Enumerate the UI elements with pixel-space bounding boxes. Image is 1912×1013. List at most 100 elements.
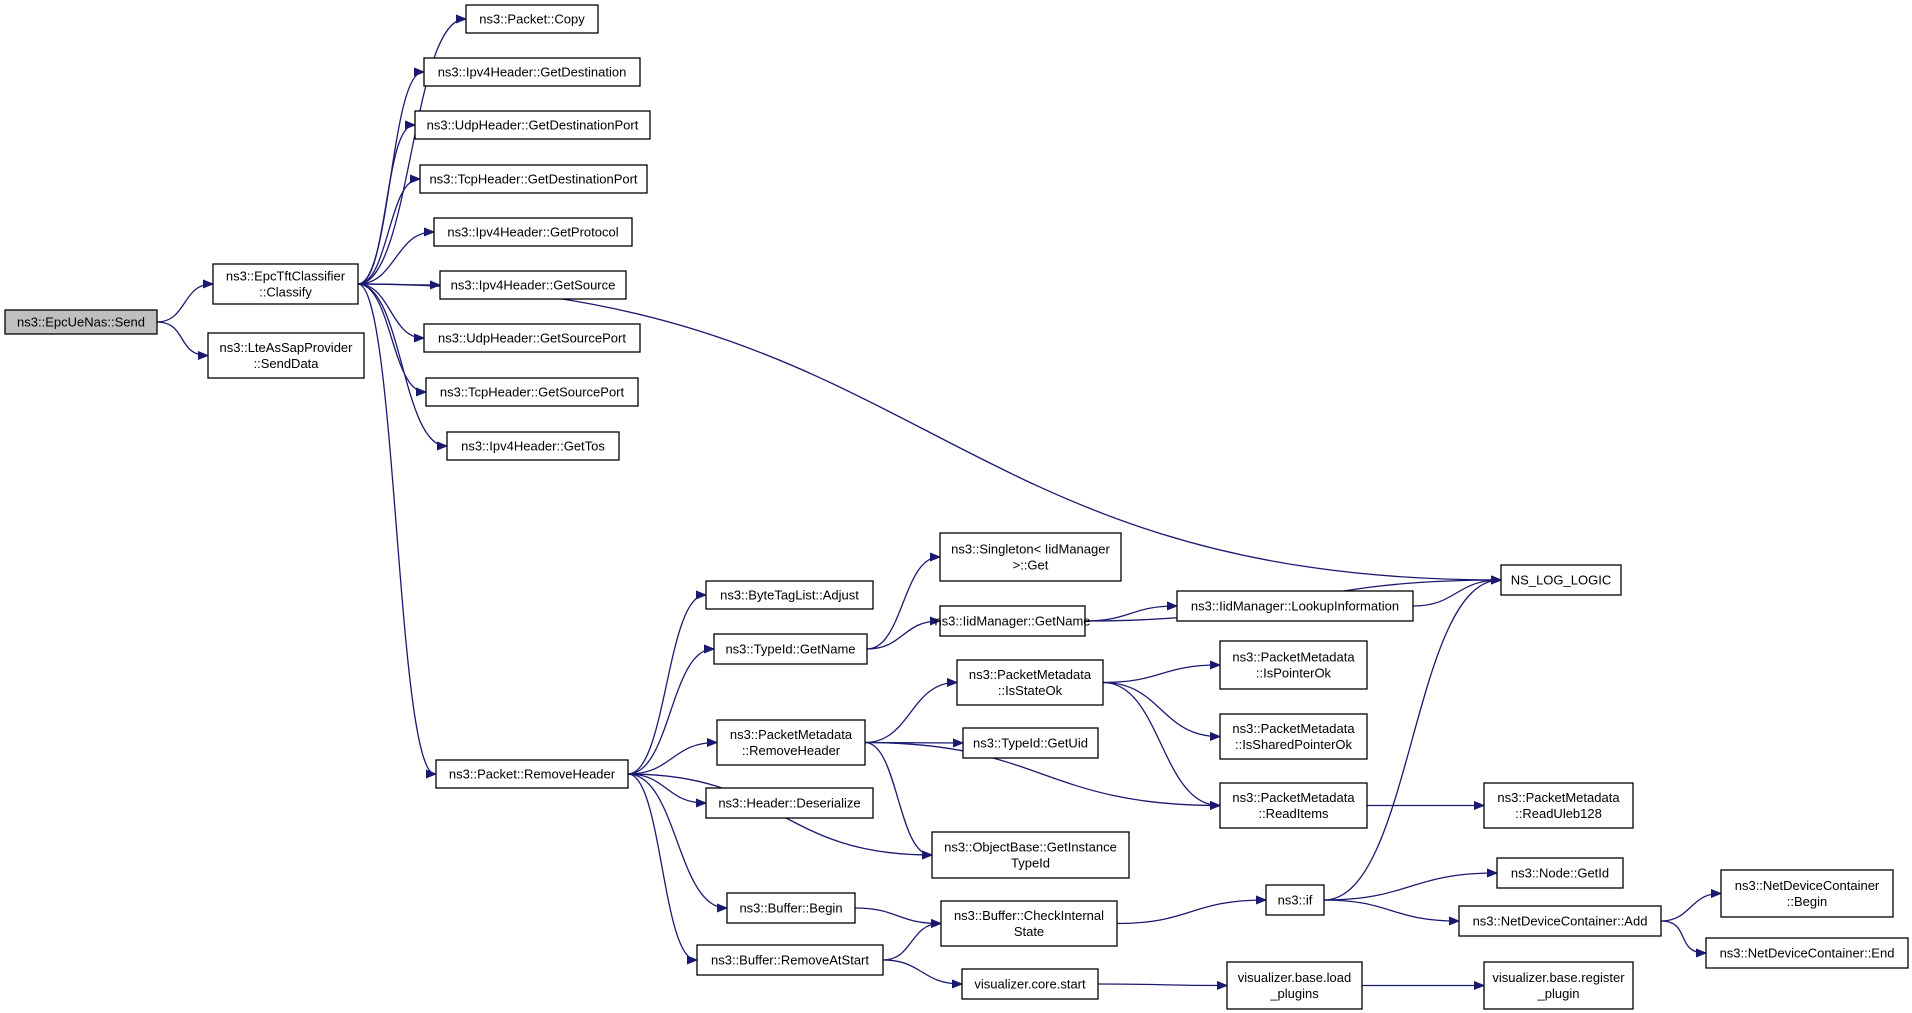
edge-removeheader-to-typeidgetname bbox=[627, 649, 713, 775]
node-label: visualizer.core.start bbox=[974, 977, 1086, 992]
edge-classify-to-tcpdestport bbox=[357, 179, 419, 285]
node-pcopy[interactable]: ns3::Packet::Copy bbox=[465, 4, 599, 34]
node-label: ns3::PacketMetadata bbox=[969, 667, 1092, 682]
node-box bbox=[212, 263, 359, 305]
node-vizreg[interactable]: visualizer.base.register_plugin bbox=[1483, 961, 1634, 1010]
node-label: ns3::Buffer::CheckInternal bbox=[954, 908, 1104, 923]
node-box bbox=[716, 719, 866, 766]
node-ns3if[interactable]: ns3::if bbox=[1265, 884, 1325, 916]
edge-removeheader-to-headerdeser bbox=[627, 773, 705, 803]
node-iidgetname[interactable]: ns3::IidManager::GetName bbox=[934, 605, 1091, 637]
node-label: ::SendData bbox=[253, 356, 319, 371]
node-pmissharedok[interactable]: ns3::PacketMetadata::IsSharedPointerOk bbox=[1219, 713, 1368, 760]
node-udpsrcport[interactable]: ns3::UdpHeader::GetSourcePort bbox=[423, 323, 641, 353]
node-label: ns3::Ipv4Header::GetDestination bbox=[438, 65, 627, 80]
node-bytetagadjust[interactable]: ns3::ByteTagList::Adjust bbox=[705, 580, 874, 610]
node-nslog[interactable]: NS_LOG_LOGIC bbox=[1500, 564, 1622, 596]
node-label: ns3::Packet::RemoveHeader bbox=[449, 767, 616, 782]
node-ipv4proto[interactable]: ns3::Ipv4Header::GetProtocol bbox=[433, 217, 633, 247]
node-label: ::RemoveHeader bbox=[742, 743, 841, 758]
edge-typeidgetname-to-iidgetname bbox=[866, 621, 939, 650]
node-nodegetid[interactable]: ns3::Node::GetId bbox=[1496, 857, 1624, 889]
node-label: ::IsSharedPointerOk bbox=[1235, 737, 1353, 752]
node-label: ns3::UdpHeader::GetSourcePort bbox=[438, 331, 626, 346]
node-pmisstateok[interactable]: ns3::PacketMetadata::IsStateOk bbox=[956, 659, 1104, 706]
node-box bbox=[1500, 564, 1622, 596]
node-box bbox=[1705, 937, 1909, 969]
node-label: _plugins bbox=[1269, 986, 1319, 1001]
node-box bbox=[962, 727, 1099, 759]
node-tcpdestport[interactable]: ns3::TcpHeader::GetDestinationPort bbox=[419, 164, 648, 194]
node-label: ns3::if bbox=[1278, 893, 1313, 908]
node-box bbox=[1219, 782, 1368, 829]
node-label: ns3::Ipv4Header::GetProtocol bbox=[447, 225, 618, 240]
node-headerdeser[interactable]: ns3::Header::Deserialize bbox=[705, 787, 874, 819]
node-box bbox=[425, 377, 639, 407]
node-label: ns3::Buffer::Begin bbox=[739, 901, 842, 916]
node-label: ns3::TcpHeader::GetDestinationPort bbox=[429, 172, 637, 187]
node-box bbox=[423, 57, 641, 87]
node-box bbox=[1219, 640, 1368, 690]
node-label: ::ReadUleb128 bbox=[1515, 806, 1602, 821]
node-tcpsrcport[interactable]: ns3::TcpHeader::GetSourcePort bbox=[425, 377, 639, 407]
node-box bbox=[435, 759, 629, 789]
node-typeidgetname[interactable]: ns3::TypeId::GetName bbox=[713, 633, 868, 665]
node-box bbox=[939, 605, 1086, 637]
node-removeheader[interactable]: ns3::Packet::RemoveHeader bbox=[435, 759, 629, 789]
node-box bbox=[961, 968, 1099, 1000]
node-iidlookup[interactable]: ns3::IidManager::LookupInformation bbox=[1176, 590, 1414, 622]
node-label: State bbox=[1014, 924, 1044, 939]
node-typeidgetuid[interactable]: ns3::TypeId::GetUid bbox=[962, 727, 1099, 759]
nodes-layer: ns3::EpcUeNas::Send ns3::EpcTftClassifier… bbox=[4, 4, 1909, 1010]
node-pmispointerok[interactable]: ns3::PacketMetadata::IsPointerOk bbox=[1219, 640, 1368, 690]
node-label: ::IsPointerOk bbox=[1256, 666, 1332, 681]
node-label: TypeId bbox=[1011, 856, 1050, 871]
node-box bbox=[446, 431, 620, 461]
edge-vizstart-to-vizload bbox=[1097, 984, 1226, 986]
node-box bbox=[1483, 961, 1634, 1010]
node-udpdestport[interactable]: ns3::UdpHeader::GetDestinationPort bbox=[414, 110, 651, 140]
edge-bufremove-to-vizstart bbox=[882, 959, 961, 984]
node-box bbox=[207, 332, 365, 379]
node-box bbox=[1176, 590, 1414, 622]
node-bufbegin[interactable]: ns3::Buffer::Begin bbox=[726, 892, 856, 924]
node-ipv4dest[interactable]: ns3::Ipv4Header::GetDestination bbox=[423, 57, 641, 87]
node-label: ns3::TypeId::GetUid bbox=[973, 736, 1088, 751]
node-bufremove[interactable]: ns3::Buffer::RemoveAtStart bbox=[696, 944, 884, 976]
node-pmremoveheader[interactable]: ns3::PacketMetadata::RemoveHeader bbox=[716, 719, 866, 766]
node-label: ns3::EpcTftClassifier bbox=[226, 269, 346, 284]
node-pmreaduleb[interactable]: ns3::PacketMetadata::ReadUleb128 bbox=[1483, 782, 1634, 829]
edge-classify-to-pcopy bbox=[357, 19, 465, 285]
node-ndcadd[interactable]: ns3::NetDeviceContainer::Add bbox=[1458, 905, 1662, 937]
node-senddata[interactable]: ns3::LteAsSapProvider::SendData bbox=[207, 332, 365, 379]
node-box bbox=[713, 633, 868, 665]
edge-bufbegin-to-bufcheck bbox=[854, 907, 940, 924]
node-vizload[interactable]: visualizer.base.load_plugins bbox=[1226, 961, 1363, 1010]
node-box bbox=[956, 659, 1104, 706]
edge-send-to-classify bbox=[156, 284, 212, 323]
edge-ns3if-to-nodegetid bbox=[1323, 873, 1496, 901]
node-ipv4tos[interactable]: ns3::Ipv4Header::GetTos bbox=[446, 431, 620, 461]
node-send[interactable]: ns3::EpcUeNas::Send bbox=[4, 309, 158, 335]
node-classify[interactable]: ns3::EpcTftClassifier::Classify bbox=[212, 263, 359, 305]
node-ipv4src[interactable]: ns3::Ipv4Header::GetSource bbox=[439, 270, 627, 300]
node-vizstart[interactable]: visualizer.core.start bbox=[961, 968, 1099, 1000]
node-pmreaditems[interactable]: ns3::PacketMetadata::ReadItems bbox=[1219, 782, 1368, 829]
node-label: ns3::PacketMetadata bbox=[1497, 790, 1620, 805]
node-label: ::Classify bbox=[259, 285, 312, 300]
node-box bbox=[439, 270, 627, 300]
edge-ndcadd-to-ndcend bbox=[1660, 920, 1705, 953]
node-box bbox=[931, 831, 1130, 879]
node-singletonget[interactable]: ns3::Singleton< IidManager>::Get bbox=[939, 532, 1122, 582]
node-ndcbegin[interactable]: ns3::NetDeviceContainer::Begin bbox=[1720, 869, 1894, 918]
node-box bbox=[705, 787, 874, 819]
edge-bufcheck-to-ns3if bbox=[1116, 900, 1265, 925]
node-ndcend[interactable]: ns3::NetDeviceContainer::End bbox=[1705, 937, 1909, 969]
node-box bbox=[696, 944, 884, 976]
node-label: ns3::PacketMetadata bbox=[1232, 790, 1355, 805]
edge-send-to-senddata bbox=[156, 321, 207, 356]
node-label: ns3::Packet::Copy bbox=[479, 12, 585, 27]
node-box bbox=[4, 309, 158, 335]
